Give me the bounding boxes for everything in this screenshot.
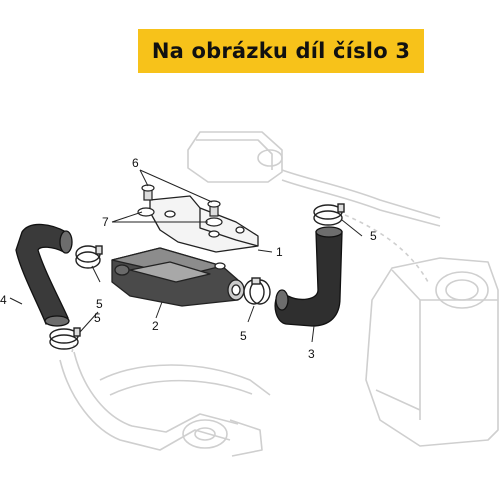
ghost-exhaust-pipe [59, 351, 271, 457]
callout-5-upper-right: 5 [370, 229, 377, 243]
callout-7: 7 [102, 215, 109, 229]
callout-labels: 6 7 1 4 5 5 2 5 3 5 [0, 156, 377, 361]
leader-lines [9, 169, 363, 343]
title-text: Na obrázku díl číslo 3 [151, 39, 411, 63]
callout-1: 1 [276, 245, 283, 259]
callout-5-upper-left: 5 [96, 297, 103, 311]
clamp-upper-right [313, 203, 345, 226]
callout-5-lower-left: 5 [94, 311, 101, 325]
callout-2: 2 [152, 319, 159, 333]
callout-5-center: 5 [240, 329, 247, 343]
clamp-center [243, 277, 271, 305]
screw-right [207, 200, 221, 217]
part-3-right-hose [274, 226, 343, 327]
washer-left [137, 207, 155, 217]
callout-3: 3 [308, 347, 315, 361]
callout-4: 4 [0, 293, 7, 307]
part-1-bracket [149, 195, 259, 253]
washer-right [205, 217, 223, 227]
clamp-upper-left [75, 245, 103, 269]
ghost-background-parts [59, 131, 499, 457]
screw-left [141, 184, 155, 201]
ghost-ignition-coil [187, 131, 441, 227]
title-banner: Na obrázku díl číslo 3 [138, 29, 424, 73]
callout-6: 6 [132, 156, 139, 170]
ghost-muffler [365, 257, 499, 447]
part-2-valve-housing [111, 247, 245, 307]
part-5-clamps [49, 203, 345, 350]
part-4-left-hose [15, 223, 73, 327]
clamp-lower-left [49, 327, 81, 350]
screws-and-washers [137, 184, 223, 227]
